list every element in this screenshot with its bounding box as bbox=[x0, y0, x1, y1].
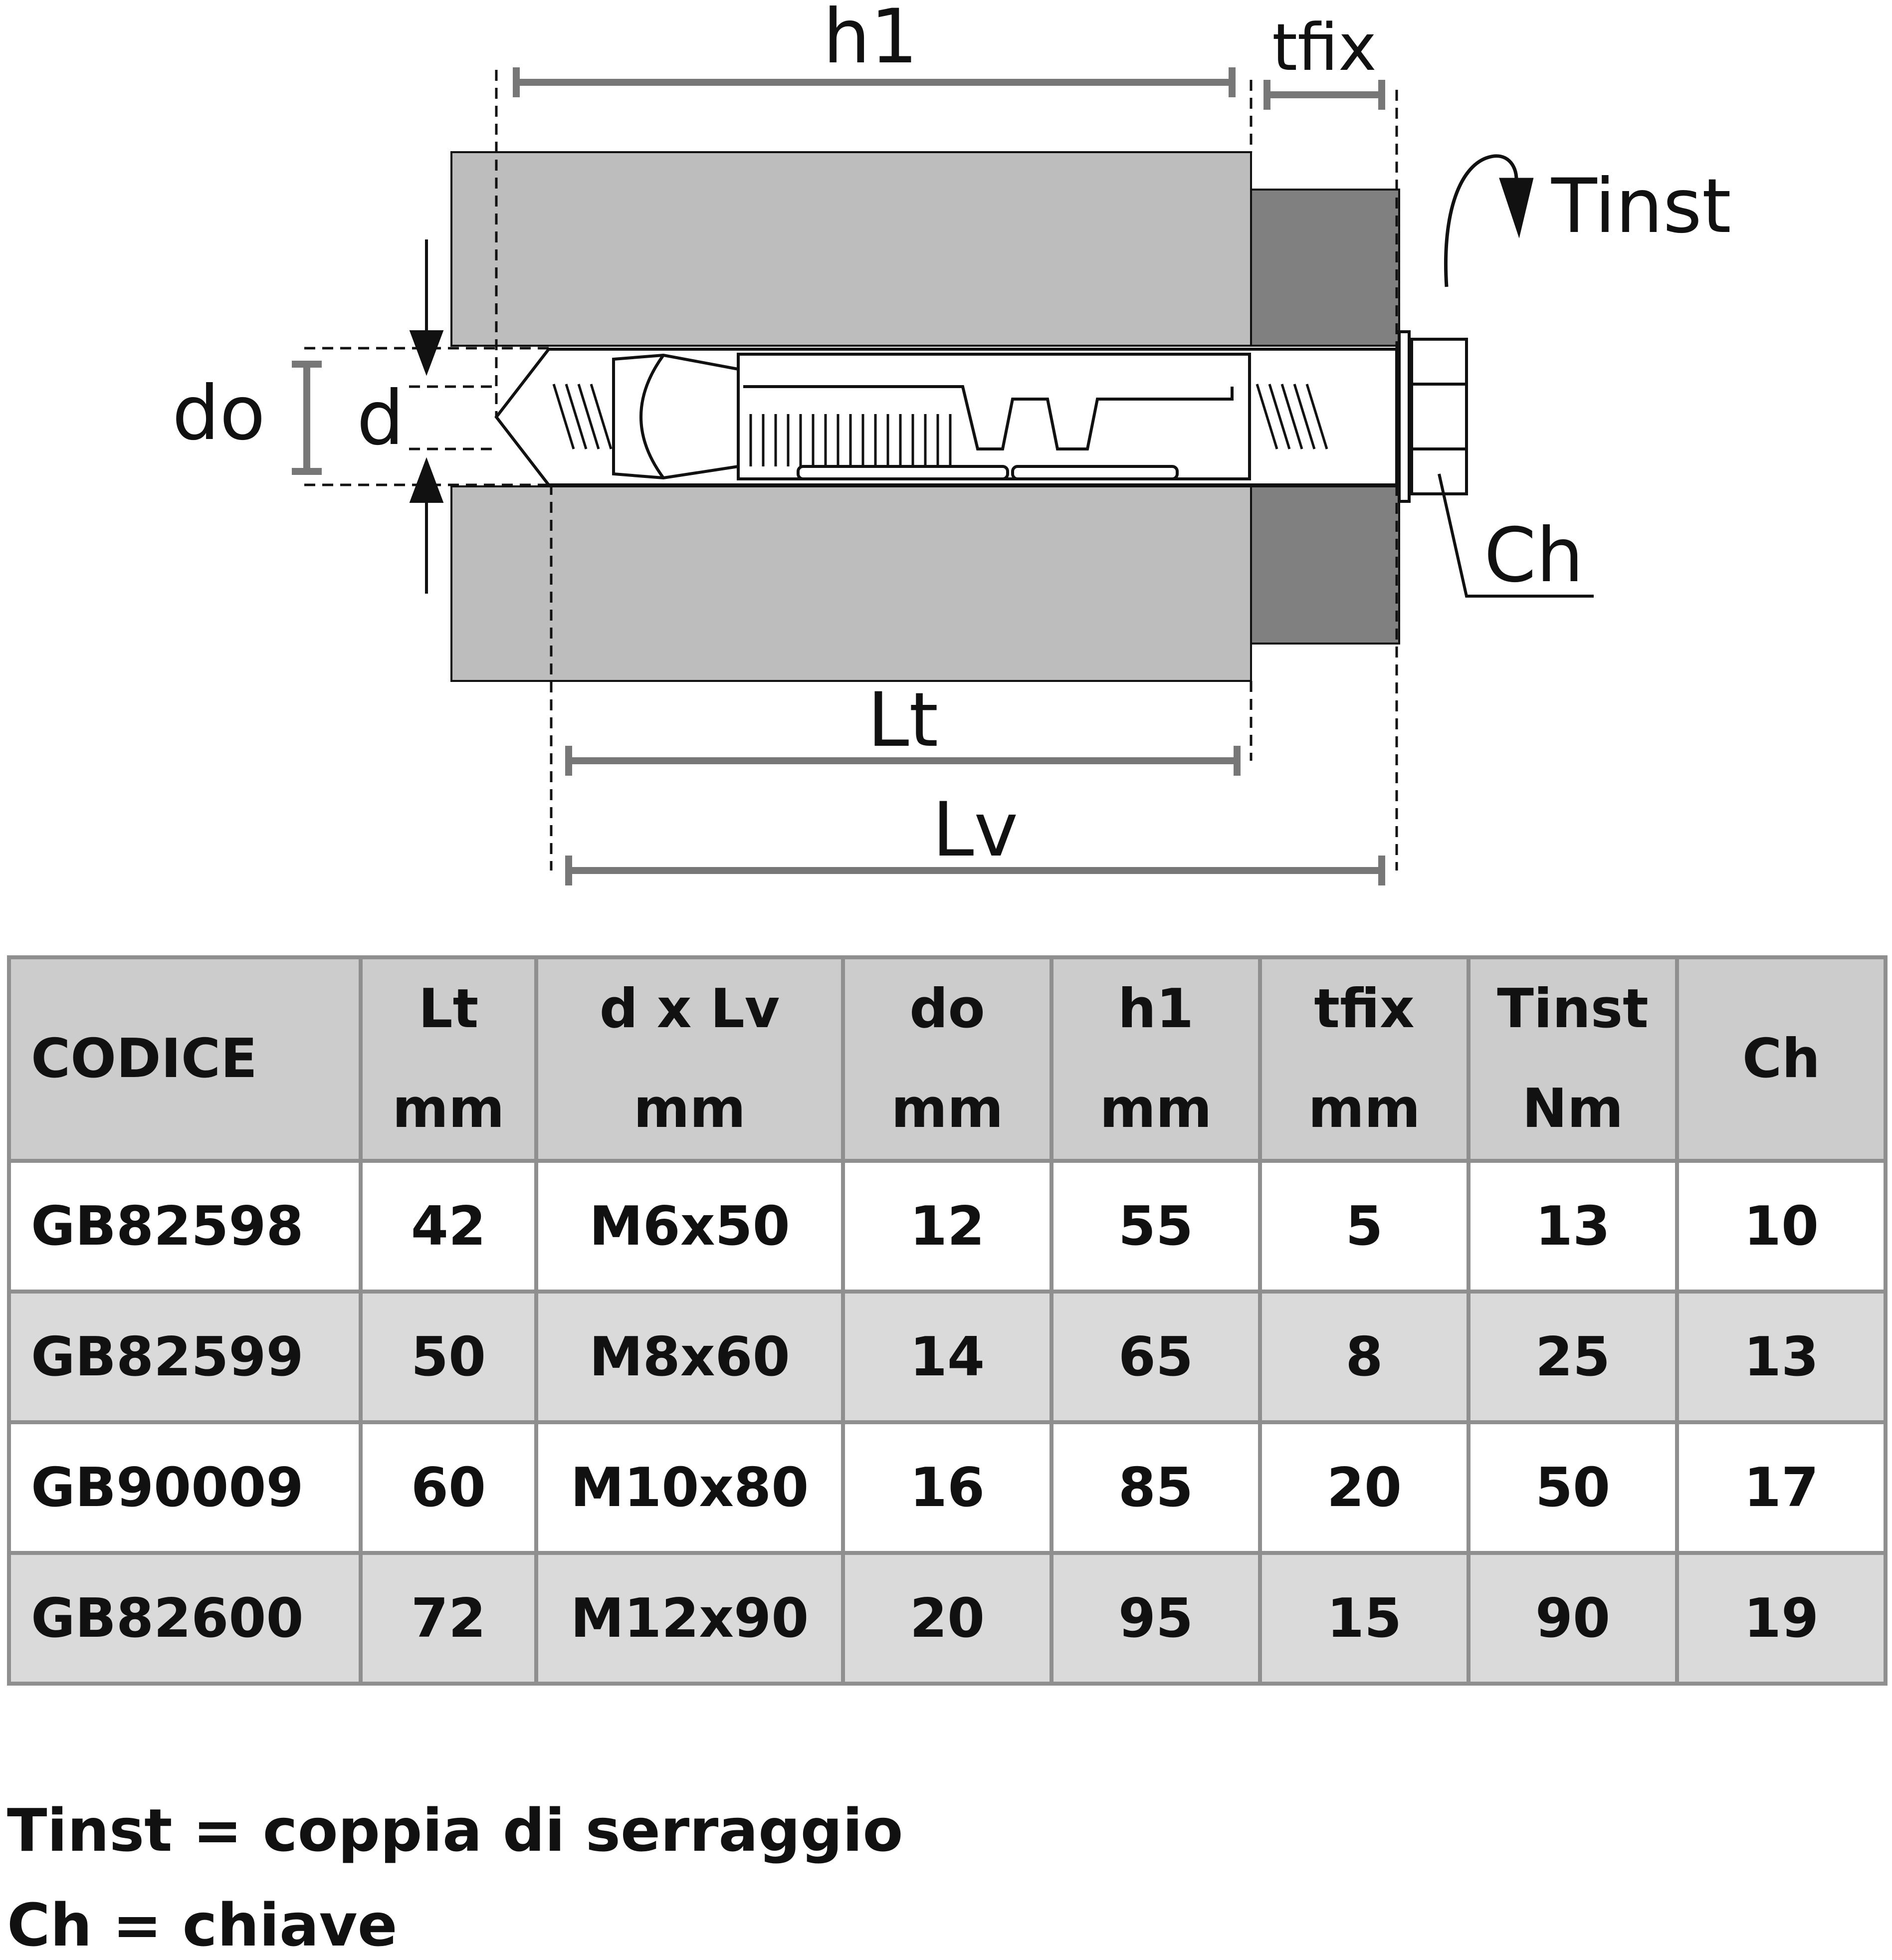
dimension-lines bbox=[292, 67, 1385, 885]
table-row: GB90009 60 M10x80 16 85 20 50 17 bbox=[7, 1420, 1888, 1555]
cell-codice: GB82599 bbox=[7, 1290, 363, 1424]
header-codice: CODICE bbox=[7, 955, 363, 1163]
cell-ch: 10 bbox=[1675, 1159, 1888, 1294]
note-tinst: Tinst = coppia di serraggio bbox=[7, 1796, 903, 1865]
thread-hatching bbox=[552, 384, 1328, 466]
cell-lt: 72 bbox=[359, 1551, 538, 1686]
anchor-bolt bbox=[494, 330, 1468, 503]
cell-ch: 19 bbox=[1675, 1551, 1888, 1686]
cell-d-x-lv: M10x80 bbox=[534, 1420, 845, 1555]
cell-h1: 85 bbox=[1050, 1420, 1262, 1555]
do-label: do bbox=[172, 370, 265, 457]
base-material-upper bbox=[450, 151, 1252, 347]
base-material-lower bbox=[450, 485, 1252, 682]
header-ch: Ch bbox=[1675, 955, 1888, 1163]
cell-do: 20 bbox=[841, 1551, 1053, 1686]
cell-tfix: 8 bbox=[1258, 1290, 1471, 1424]
table-row: GB82600 72 M12x90 20 95 15 90 19 bbox=[7, 1551, 1888, 1686]
cell-h1: 95 bbox=[1050, 1551, 1262, 1686]
table-row: GB82599 50 M8x60 14 65 8 25 13 bbox=[7, 1290, 1888, 1424]
cell-d-x-lv: M12x90 bbox=[534, 1551, 845, 1686]
cell-tinst: 13 bbox=[1467, 1159, 1679, 1294]
tinst-label: Tinst bbox=[1551, 163, 1731, 250]
cell-tfix: 20 bbox=[1258, 1420, 1471, 1555]
cell-tfix: 15 bbox=[1258, 1551, 1471, 1686]
cell-tfix: 5 bbox=[1258, 1159, 1471, 1294]
cell-tinst: 50 bbox=[1467, 1420, 1679, 1555]
cell-lt: 42 bbox=[359, 1159, 538, 1294]
cell-tinst: 90 bbox=[1467, 1551, 1679, 1686]
reference-lines bbox=[304, 70, 1398, 871]
fixture-upper bbox=[1250, 189, 1400, 347]
fixture-lower bbox=[1250, 485, 1400, 645]
cell-ch: 13 bbox=[1675, 1290, 1888, 1424]
cell-lt: 60 bbox=[359, 1420, 538, 1555]
cell-codice: GB90009 bbox=[7, 1420, 363, 1555]
cell-h1: 65 bbox=[1050, 1290, 1262, 1424]
cell-tinst: 25 bbox=[1467, 1290, 1679, 1424]
d-arrows bbox=[409, 239, 444, 594]
tfix-label: tfix bbox=[1272, 9, 1377, 85]
cell-do: 14 bbox=[841, 1290, 1053, 1424]
cell-ch: 17 bbox=[1675, 1420, 1888, 1555]
d-label: d bbox=[357, 375, 404, 462]
anchor-diagram: h1 tfix Tinst do d Ch Lt Lv bbox=[172, 0, 1731, 885]
lt-label: Lt bbox=[867, 677, 938, 764]
torque-arrow bbox=[1444, 154, 1534, 287]
cell-h1: 55 bbox=[1050, 1159, 1262, 1294]
ch-label: Ch bbox=[1484, 512, 1584, 599]
lv-label: Lv bbox=[932, 787, 1018, 873]
cell-d-x-lv: M8x60 bbox=[534, 1290, 845, 1424]
cell-do: 16 bbox=[841, 1420, 1053, 1555]
cell-codice: GB82598 bbox=[7, 1159, 363, 1294]
cell-do: 12 bbox=[841, 1159, 1053, 1294]
cell-d-x-lv: M6x50 bbox=[534, 1159, 845, 1294]
cell-lt: 50 bbox=[359, 1290, 538, 1424]
note-ch: Ch = chiave bbox=[7, 1891, 398, 1960]
cell-codice: GB82600 bbox=[7, 1551, 363, 1686]
h1-label: h1 bbox=[823, 0, 918, 80]
ch-leader-line bbox=[1438, 473, 1594, 598]
table-row: GB82598 42 M6x50 12 55 5 13 10 bbox=[7, 1159, 1888, 1294]
